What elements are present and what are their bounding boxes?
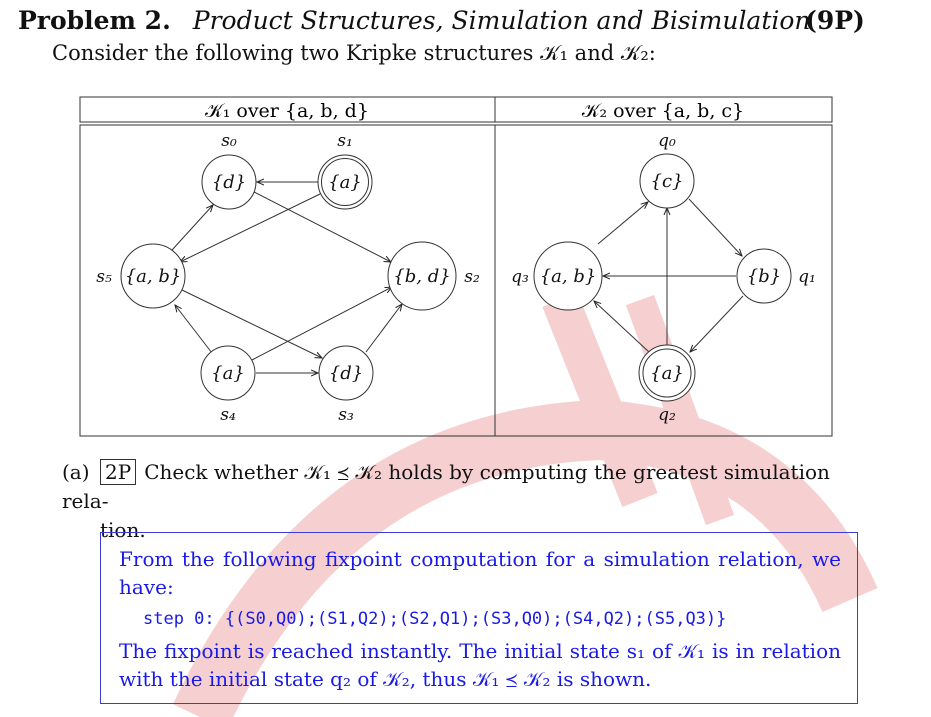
edge-s0-s2 xyxy=(253,191,391,262)
k2-node-q3 xyxy=(533,241,603,311)
k1-name-s1: s₁ xyxy=(337,131,353,151)
k1-node-s5 xyxy=(120,243,186,309)
edge-s4-s5 xyxy=(175,305,213,354)
k2-name-q0: q₀ xyxy=(658,131,676,151)
k1-node-s3 xyxy=(318,345,374,401)
k2-name-q3: q₃ xyxy=(511,267,529,287)
k1-node-s1 xyxy=(317,154,373,210)
k2-node-q0 xyxy=(639,153,695,209)
edge-q2-q3 xyxy=(594,301,650,353)
k1-label-s2: {b, d} xyxy=(393,266,450,287)
part-a-question-cont: tion. xyxy=(100,518,146,542)
k2-header: 𝒦₂ over {a, b, c} xyxy=(582,100,744,122)
answer-text-2: The fixpoint is reached instantly. The i… xyxy=(119,639,841,691)
part-a-points: 2P xyxy=(100,459,137,485)
edge-q3-q0 xyxy=(597,202,648,245)
edge-s5-s3 xyxy=(179,288,322,358)
k2-graph-box xyxy=(494,124,833,437)
edge-s1-s5 xyxy=(180,193,321,262)
k2-label-q2: {a} xyxy=(650,363,684,384)
k1-name-s3: s₃ xyxy=(338,405,354,425)
k1-name-s4: s₄ xyxy=(220,405,236,425)
k2-name-q2: q₂ xyxy=(658,405,676,425)
k2-label-q1: {b} xyxy=(747,266,781,287)
k2-header-box xyxy=(494,96,833,123)
k1-label-s0: {d} xyxy=(212,172,246,193)
edge-s5-s0 xyxy=(171,205,213,251)
problem-heading: Problem 2. Product Structures, Simulatio… xyxy=(18,6,811,35)
k2-node-q2 xyxy=(638,344,696,402)
k1-node-s2 xyxy=(387,241,457,311)
edge-s4-s2 xyxy=(251,287,392,361)
part-a-question: Check whether 𝒦₁ ⪯ 𝒦₂ holds by computing… xyxy=(62,460,830,513)
k1-label-s1: {a} xyxy=(328,172,362,193)
problem-number: Problem 2. xyxy=(18,6,171,35)
k2-node-q2-inner xyxy=(642,348,692,398)
k1-label-s5: {a, b} xyxy=(125,266,182,287)
edge-s3-s2 xyxy=(365,304,402,353)
k1-node-s4 xyxy=(200,345,256,401)
k2-label-q3: {a, b} xyxy=(540,266,597,287)
part-a-label: (a) xyxy=(62,460,90,484)
problem-points: (9P) xyxy=(805,6,865,35)
k2-node-q1 xyxy=(736,248,792,304)
edge-q1-q2 xyxy=(690,295,744,352)
k1-node-s1-inner xyxy=(321,158,369,206)
k1-label-s4: {a} xyxy=(211,363,245,384)
edge-q0-q1 xyxy=(688,198,742,256)
k1-header: 𝒦₁ over {a, b, d} xyxy=(205,100,369,122)
k1-label-s3: {d} xyxy=(329,363,363,384)
fixpoint-step: step 0: {(S0,Q0);(S1,Q2);(S2,Q1);(S3,Q0)… xyxy=(143,609,727,629)
k2-label-q0: {c} xyxy=(651,171,684,192)
k1-name-s2: s₂ xyxy=(464,267,480,287)
problem-title: Product Structures, Simulation and Bisim… xyxy=(192,6,811,35)
answer-box: From the following fixpoint computation … xyxy=(100,532,858,704)
problem-intro: Consider the following two Kripke struct… xyxy=(52,41,656,65)
answer-text-1: From the following fixpoint computation … xyxy=(119,547,841,599)
k1-node-s0 xyxy=(201,154,257,210)
k2-name-q1: q₁ xyxy=(798,267,816,287)
k1-name-s5: s₅ xyxy=(96,267,112,287)
k1-name-s0: s₀ xyxy=(221,131,237,151)
